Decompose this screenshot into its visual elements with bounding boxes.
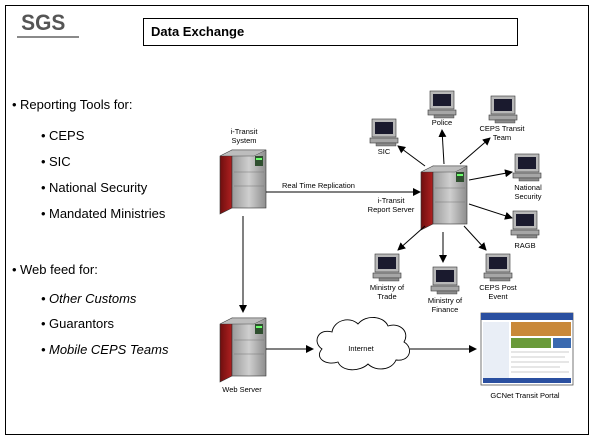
- bullet-sic: SIC: [41, 154, 71, 169]
- internet-label: Internet: [348, 344, 374, 353]
- portal-thumbnail: [480, 312, 574, 386]
- spoke-national-security: [468, 169, 513, 181]
- spoke-ceps-post: [463, 225, 487, 251]
- bullet-mandated-ministries: Mandated Ministries: [41, 206, 165, 221]
- ceps-transit-label-1: CEPS Transit: [479, 124, 525, 133]
- national-security-computer-icon: [512, 153, 542, 182]
- web-server-label: Web Server: [222, 385, 262, 394]
- bullet-mobile-ceps: Mobile CEPS Teams: [41, 342, 169, 357]
- spoke-ragb: [468, 203, 513, 220]
- police-label: Police: [432, 118, 452, 127]
- spoke-sic: [397, 145, 426, 167]
- slide-title: Data Exchange: [143, 18, 518, 46]
- spoke-trade: [397, 225, 426, 251]
- bullet-national-security: National Security: [41, 180, 147, 195]
- finance-computer-icon: [430, 266, 460, 295]
- ceps-post-label-2: Event: [488, 292, 508, 301]
- finance-label-2: Finance: [432, 305, 459, 314]
- itransit-system-label-1: i-Transit: [231, 127, 259, 136]
- report-server-label-2: Report Server: [368, 205, 415, 214]
- sic-computer-icon: [369, 118, 399, 147]
- sgs-logo: SGS: [21, 10, 66, 35]
- ragb-label: RAGB: [514, 241, 535, 250]
- finance-label-1: Ministry of: [428, 296, 463, 305]
- ceps-post-computer-icon: [483, 253, 513, 282]
- bullet-ceps: CEPS: [41, 128, 84, 143]
- spoke-ceps-transit: [459, 137, 491, 165]
- police-computer-icon: [427, 90, 457, 119]
- ceps-transit-label-2: Team: [493, 133, 511, 142]
- trade-computer-icon: [372, 253, 402, 282]
- ragb-computer-icon: [510, 210, 540, 239]
- itransit-system-server-icon: [219, 149, 267, 215]
- itransit-system-label-2: System: [231, 136, 256, 145]
- trade-label-2: Trade: [377, 292, 396, 301]
- report-server-label-1: i-Transit: [378, 196, 406, 205]
- trade-label-1: Ministry of: [370, 283, 405, 292]
- replication-label: Real Time Replication: [282, 181, 355, 190]
- bullet-other-customs: Other Customs: [41, 291, 136, 306]
- logo-underline: [17, 36, 79, 38]
- spoke-police: [438, 129, 447, 165]
- national-security-label-2: Security: [514, 192, 541, 201]
- slide-frame: [5, 5, 589, 435]
- web-server-icon: [219, 317, 267, 383]
- ceps-post-label-1: CEPS Post: [479, 283, 517, 292]
- portal-label: GCNet Transit Portal: [490, 391, 560, 400]
- sic-label: SIC: [378, 147, 391, 156]
- bullet-guarantors: Guarantors: [41, 316, 114, 331]
- ceps-transit-computer-icon: [488, 95, 518, 124]
- bullet-webfeed: Web feed for:: [12, 262, 98, 277]
- national-security-label-1: National: [514, 183, 542, 192]
- internet-cloud: [316, 317, 410, 371]
- bullet-reporting: Reporting Tools for:: [12, 97, 132, 112]
- report-server-icon: [420, 165, 468, 231]
